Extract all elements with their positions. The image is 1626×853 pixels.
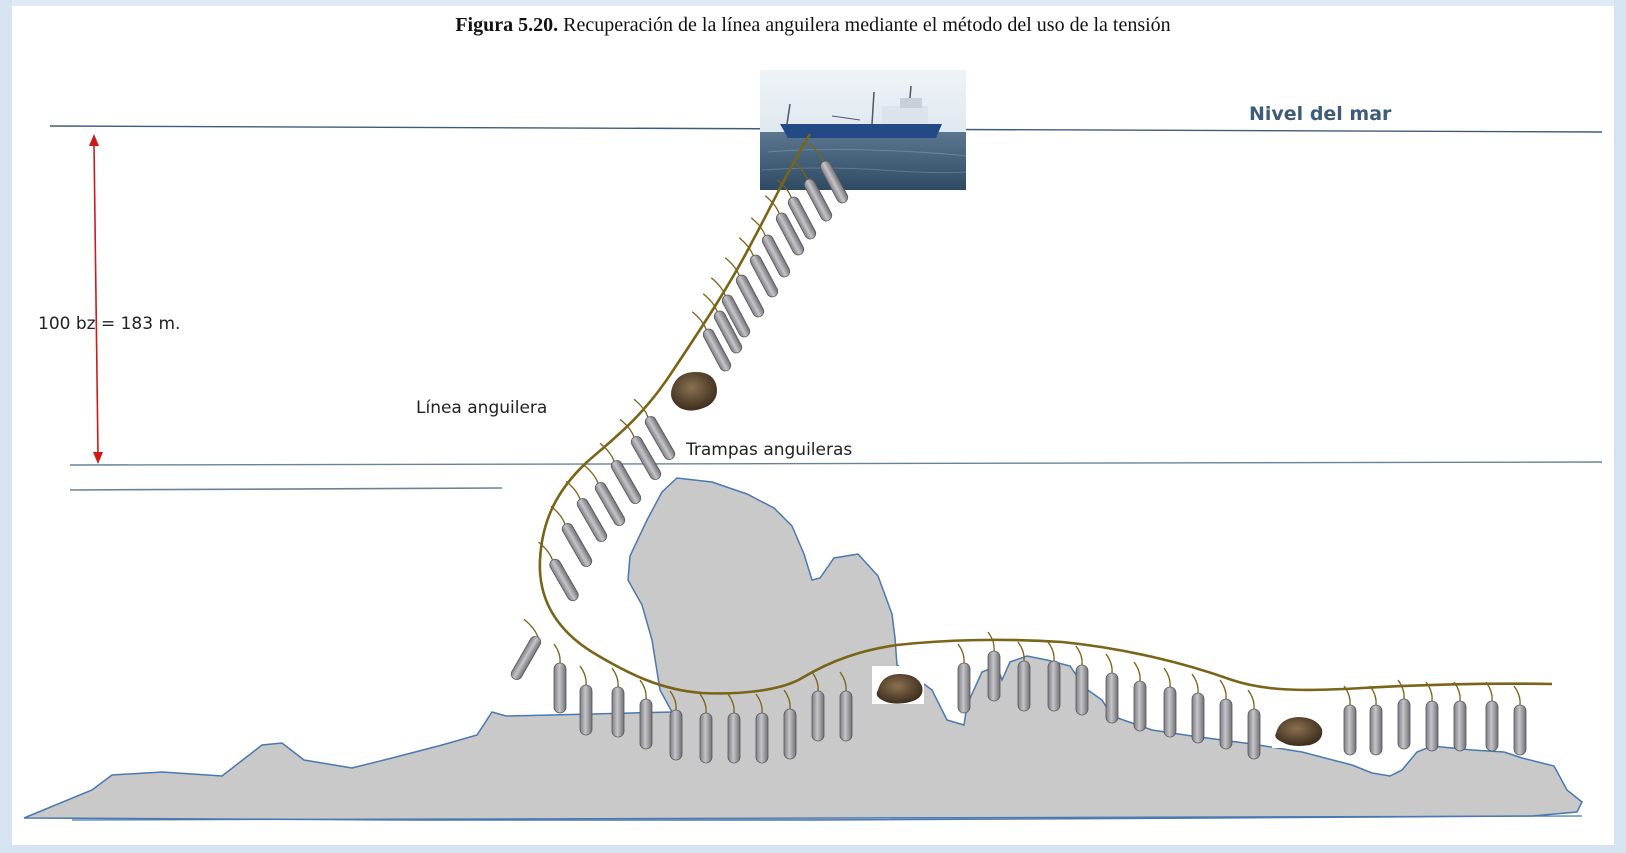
eel-trap [738,237,779,298]
eel-trap [1247,689,1261,760]
caption-text: Recuperación de la línea anguilera media… [563,14,1171,36]
eel-trap [553,643,567,714]
eel-line-label: Línea anguilera [416,398,547,418]
eel-trap [579,665,593,736]
eel-trap [1017,641,1031,712]
eel-trap [1191,673,1205,744]
figure-frame: Figura 5.20. Recuperación de la línea an… [12,0,1614,845]
eel-trap [987,631,1001,702]
secondary-reference-line [69,487,503,491]
eel-trap [957,643,971,714]
eel-trap [510,618,542,680]
eel-trap [583,464,626,526]
eel-trap [1163,667,1177,738]
traps-label-backdrop [682,438,868,462]
eel-trap [702,293,743,354]
eel-trap [611,667,625,738]
eel-trap [1133,661,1147,732]
caption-number: Figura 5.20. [455,14,559,36]
eel-trap [776,179,817,240]
seabed-base-line [71,815,1583,821]
eel-trap [1453,681,1467,752]
eel-trap [792,161,833,222]
rock-upper [671,372,717,411]
eel-trap [750,217,791,278]
sea-level-label: Nivel del mar [1249,103,1392,125]
eel-trap [550,505,593,567]
eel-trap [1105,653,1119,724]
eel-trap [1075,645,1089,716]
eel-trap [1485,681,1499,752]
eel-trap [710,277,751,338]
eel-trap [811,671,825,742]
depth-label: 100 bz = 183 m. [38,314,180,334]
eel-line-diagram: Nivel del mar 100 bz = 183 m. Línea [23,70,1603,821]
seabed [23,477,1583,821]
eel-trap [1513,685,1527,756]
eel-trap [538,541,579,602]
eel-trap [565,480,608,542]
eel-trap [639,679,653,750]
eel-trap [839,671,853,742]
eel-trap [808,143,849,204]
eel-trap [1397,679,1411,750]
eel-line [538,133,1553,695]
depth-arrow [89,134,103,464]
eel-trap [633,398,676,460]
eel-trap [691,311,732,372]
figure-caption: Figura 5.20. Recuperación de la línea an… [12,14,1614,37]
ship-photo [760,70,967,190]
eel-trap [1369,685,1383,756]
eel-trap [724,257,765,318]
rock-right [1272,710,1326,748]
eel-trap [1219,679,1233,750]
rock-middle [872,666,924,704]
eel-trap [669,690,683,761]
eel-traps [510,143,1527,764]
eel-traps-label: Trampas anguileras [685,440,852,460]
eel-trap [755,693,769,764]
eel-trap [1047,641,1061,712]
eel-trap [699,693,713,764]
eel-trap [599,442,642,504]
depth-reference-line [69,461,1603,466]
eel-trap [619,418,662,480]
eel-trap [1425,681,1439,752]
eel-trap [727,693,741,764]
eel-trap [783,689,797,760]
eel-trap [1343,685,1357,756]
eel-trap [764,195,805,256]
